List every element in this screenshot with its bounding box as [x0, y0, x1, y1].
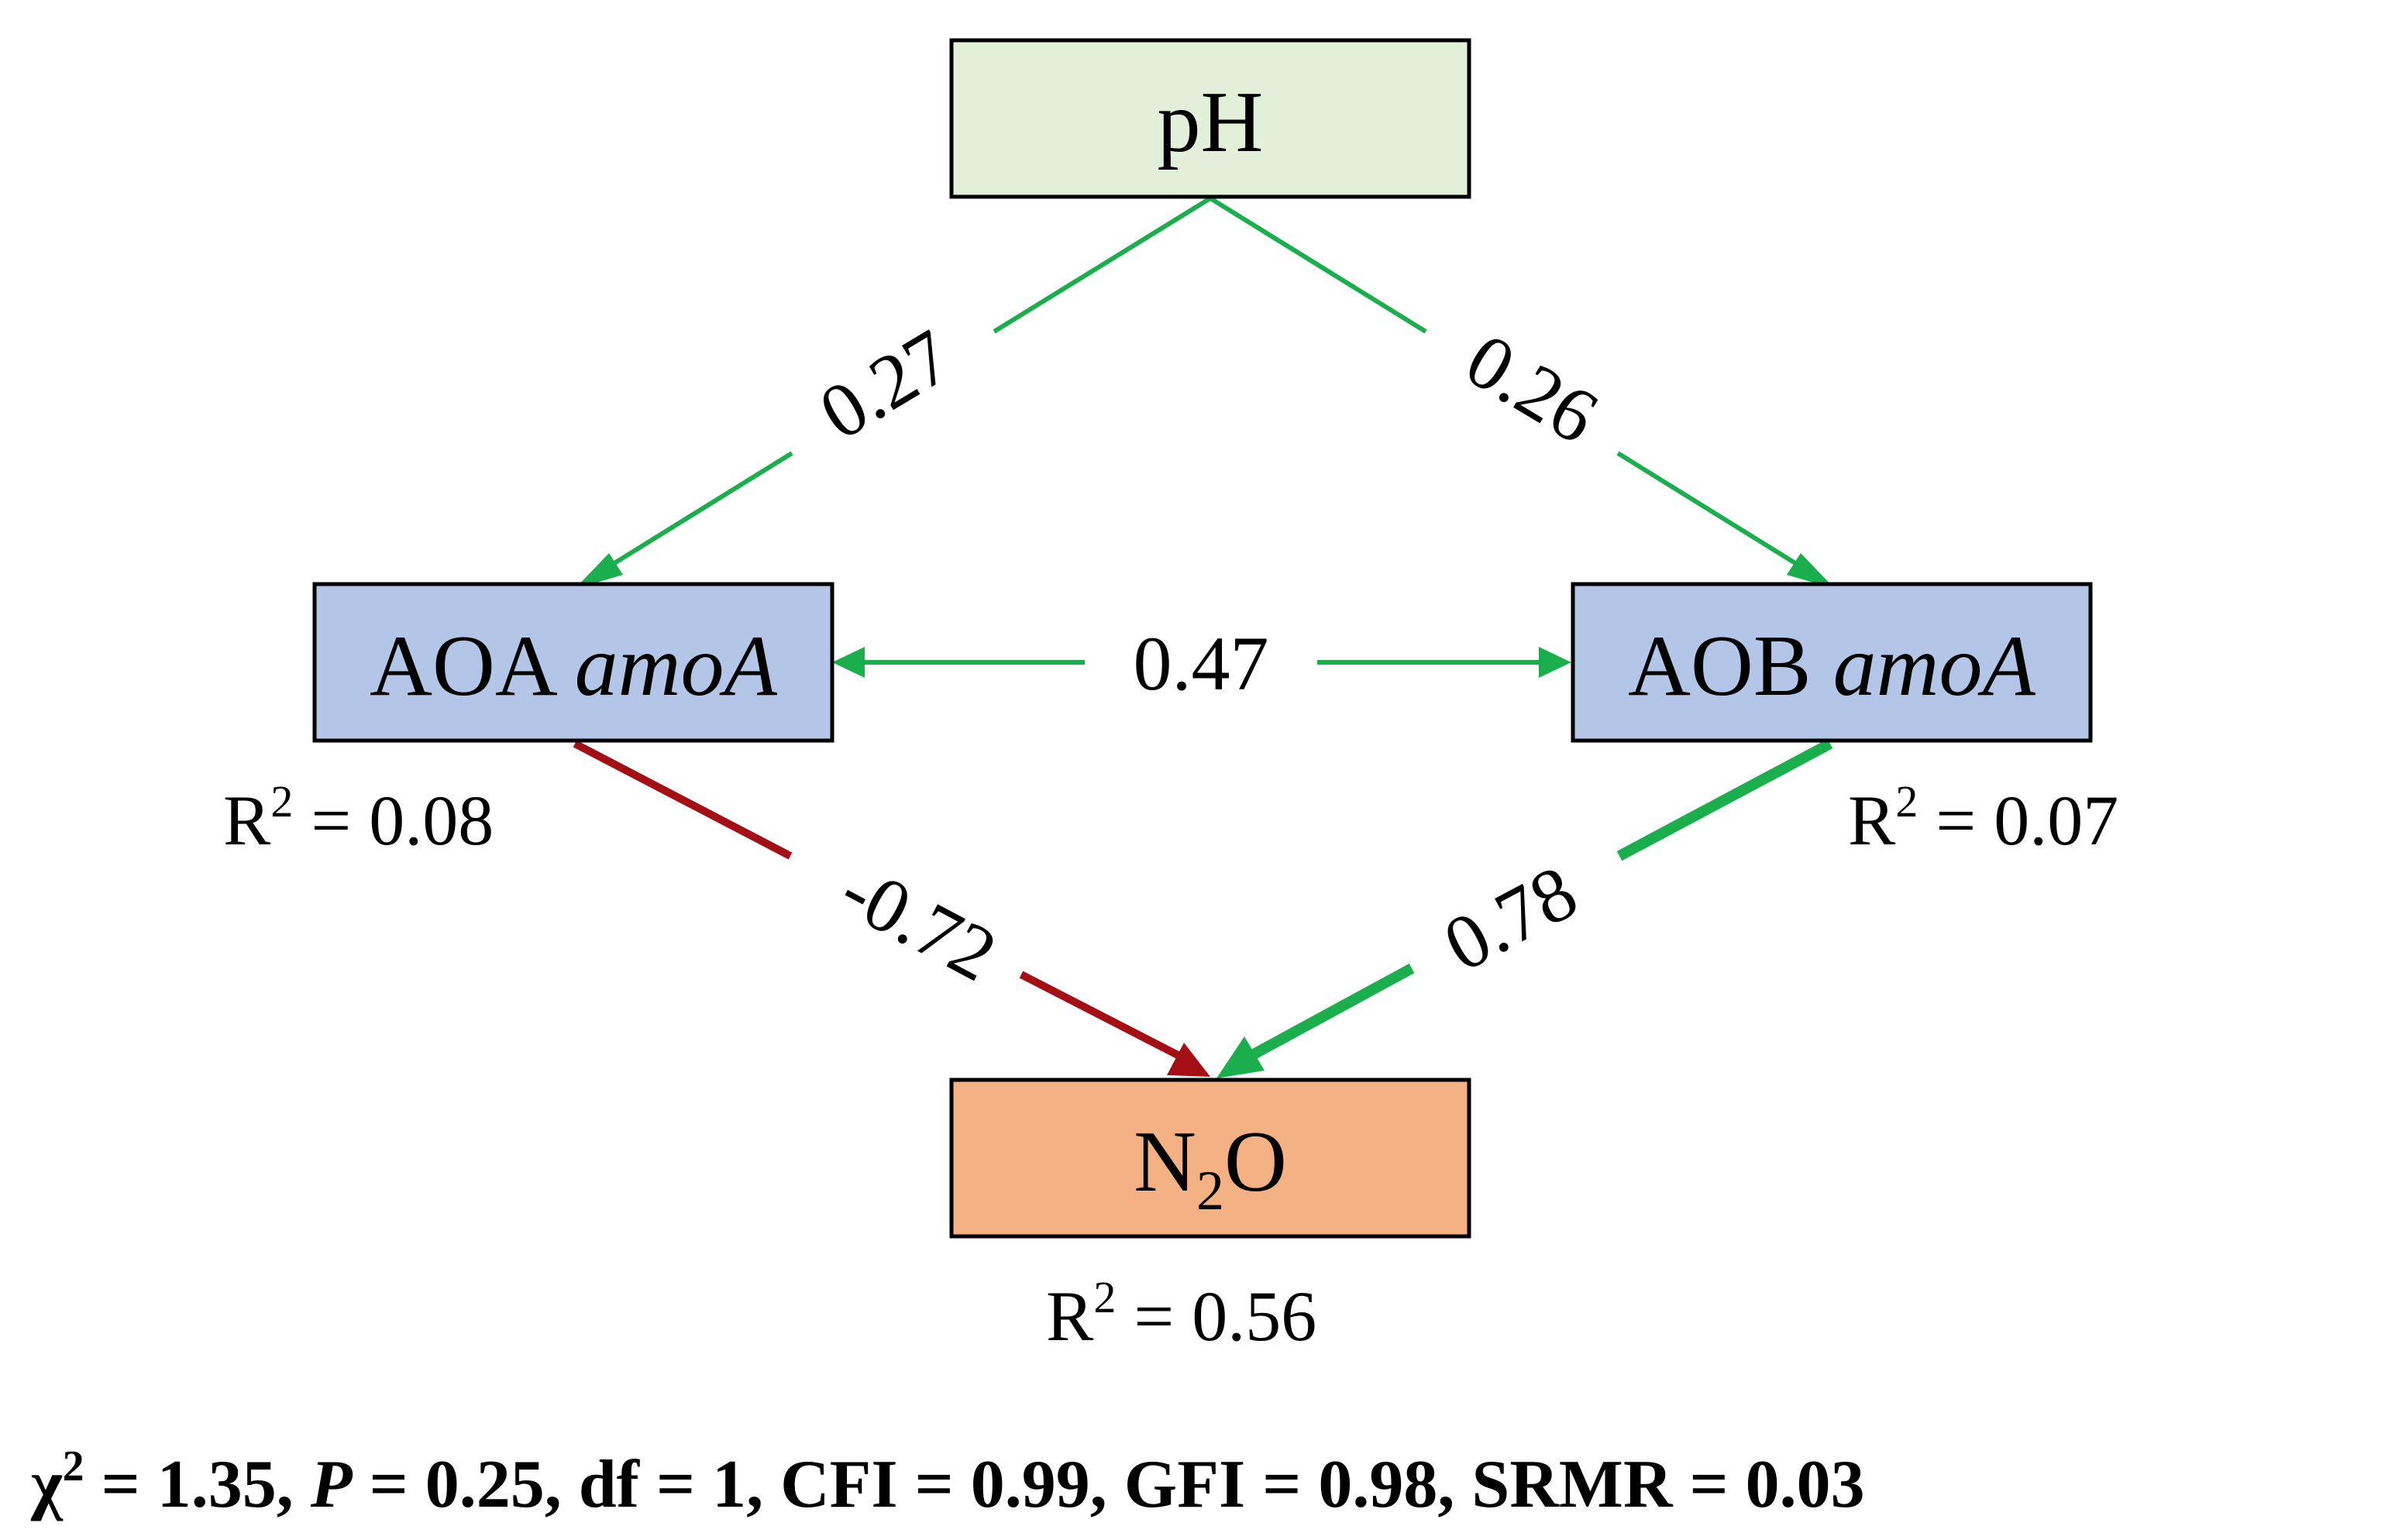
node-ph-label: pH — [1158, 74, 1264, 170]
node-aob-label: AOB amoA — [1628, 618, 2035, 714]
node-ph: pH — [949, 38, 1471, 199]
r2-aoa: R2 = 0.08 — [223, 776, 494, 860]
path-aoa-aob-covariance: 0.47 — [832, 620, 1571, 706]
arrowhead-ph-aob — [1787, 553, 1835, 589]
arrowhead-aoa-n2o — [1167, 1043, 1210, 1077]
path-aoa-to-n2o: -0.72 — [573, 740, 1210, 1077]
path-ph-aob-segment-1 — [1209, 196, 1427, 334]
model-fit-statistics: χ2 = 1.35, P = 0.25, df = 1, CFI = 0.99,… — [30, 1442, 1865, 1522]
node-aoa-label-main: AOA — [370, 618, 558, 714]
arrowhead-aob-side — [1539, 647, 1571, 678]
path-aoa-n2o-segment-1 — [573, 740, 793, 860]
arrowhead-aoa-side — [832, 647, 865, 678]
path-ph-aoa-segment-2 — [597, 451, 793, 576]
path-aob-n2o-segment-2 — [1249, 963, 1415, 1060]
node-aoa: AOA amoA R2 = 0.08 — [223, 582, 834, 860]
node-aob-box — [1571, 582, 2093, 743]
arrowhead-aob-n2o — [1216, 1036, 1265, 1078]
node-aob-label-gene: amoA — [1833, 618, 2036, 714]
node-aoa-label-gene: amoA — [575, 618, 778, 714]
path-ph-aob-segment-2 — [1616, 451, 1813, 576]
node-n2o-box — [949, 1078, 1471, 1239]
r2-n2o: R2 = 0.56 — [1046, 1272, 1316, 1356]
node-n2o: N2O R2 = 0.56 — [949, 1078, 1471, 1356]
coef-ph-aob: 0.26 — [1452, 317, 1612, 460]
node-aoa-box — [312, 582, 834, 743]
path-aob-n2o-segment-1 — [1616, 738, 1833, 861]
path-ph-to-aob: 0.26 — [1209, 196, 1835, 589]
node-aob-label-main: AOB — [1628, 618, 1811, 714]
coef-aoa-aob: 0.47 — [1134, 620, 1269, 706]
path-ph-aoa-segment-1 — [993, 196, 1212, 334]
node-ph-box — [949, 38, 1471, 199]
path-aob-to-n2o: 0.78 — [1216, 738, 1833, 1078]
path-aoa-n2o-segment-2 — [1019, 971, 1186, 1062]
coef-aob-n2o: 0.78 — [1430, 848, 1591, 988]
node-aoa-label: AOA amoA — [370, 618, 777, 714]
r2-aob: R2 = 0.07 — [1848, 776, 2118, 860]
arrowhead-ph-aoa — [575, 553, 623, 589]
coef-ph-aoa: 0.27 — [805, 313, 965, 456]
node-n2o-label: N2O — [1134, 1114, 1287, 1222]
node-aob: AOB amoA R2 = 0.07 — [1571, 582, 2118, 860]
path-ph-to-aoa: 0.27 — [575, 196, 1212, 589]
coef-aoa-n2o: -0.72 — [828, 847, 1010, 999]
